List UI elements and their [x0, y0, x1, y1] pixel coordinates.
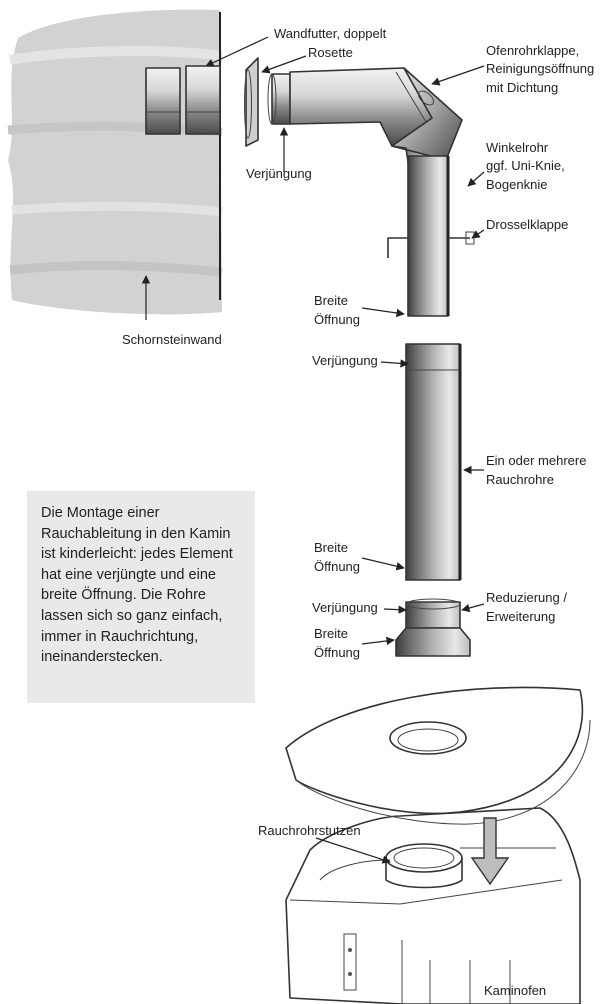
- middle-pipe: [405, 343, 462, 581]
- info-box: Die Montage einer Rauchableitung in den …: [27, 491, 255, 703]
- label-winkelrohr-1: Winkelrohr: [486, 140, 549, 155]
- label-reduzierung-2: Erweiterung: [486, 609, 555, 624]
- label-winkelrohr-2: ggf. Uni-Knie,: [486, 158, 565, 173]
- stove-top-plate: [285, 686, 591, 825]
- label-winkelrohr-3: Bogenknie: [486, 177, 547, 192]
- label-breite-oeffnung-1a: Breite: [314, 293, 348, 308]
- narrowing-connector: [267, 73, 291, 125]
- assembly-arrow: [470, 817, 510, 886]
- chimney-wall: [7, 9, 223, 315]
- label-drosselklappe: Drosselklappe: [486, 217, 568, 232]
- label-verjuengung-top: Verjüngung: [246, 166, 312, 181]
- rosette: [244, 57, 259, 147]
- label-rauchrohrstutzen: Rauchrohrstutzen: [258, 823, 361, 838]
- throttle-valve: [387, 231, 475, 258]
- label-wall-sleeve: Wandfutter, doppelt: [274, 26, 387, 41]
- label-breite-oeffnung-1b: Öffnung: [314, 312, 360, 327]
- label-reduzierung-1: Reduzierung /: [486, 590, 567, 605]
- label-breite-oeffnung-3a: Breite: [314, 626, 348, 641]
- label-breite-oeffnung-2a: Breite: [314, 540, 348, 555]
- label-breite-oeffnung-3b: Öffnung: [314, 645, 360, 660]
- wall-sleeve: [145, 65, 221, 135]
- label-rosette: Rosette: [308, 45, 353, 60]
- stove: [285, 807, 581, 1004]
- upper-vertical-pipe: [407, 155, 450, 317]
- label-rauchrohre-1: Ein oder mehrere: [486, 453, 586, 468]
- label-ofenrohrklappe-3: mit Dichtung: [486, 80, 558, 95]
- label-verjuengung-low: Verjüngung: [312, 600, 378, 615]
- labels: Wandfutter, doppelt Rosette Ofenrohrklap…: [122, 26, 594, 998]
- label-verjuengung-mid: Verjüngung: [312, 353, 378, 368]
- label-schornsteinwand: Schornsteinwand: [122, 332, 222, 347]
- label-ofenrohrklappe-2: Reinigungsöffnung: [486, 61, 594, 76]
- label-breite-oeffnung-2b: Öffnung: [314, 559, 360, 574]
- label-ofenrohrklappe-1: Ofenrohrklappe,: [486, 43, 579, 58]
- leader-lines: [141, 36, 485, 864]
- label-kaminofen: Kaminofen: [484, 983, 546, 998]
- reducer: [395, 598, 471, 657]
- label-rauchrohre-2: Rauchrohre: [486, 472, 554, 487]
- info-text: Die Montage einer Rauchableitung in den …: [41, 505, 233, 666]
